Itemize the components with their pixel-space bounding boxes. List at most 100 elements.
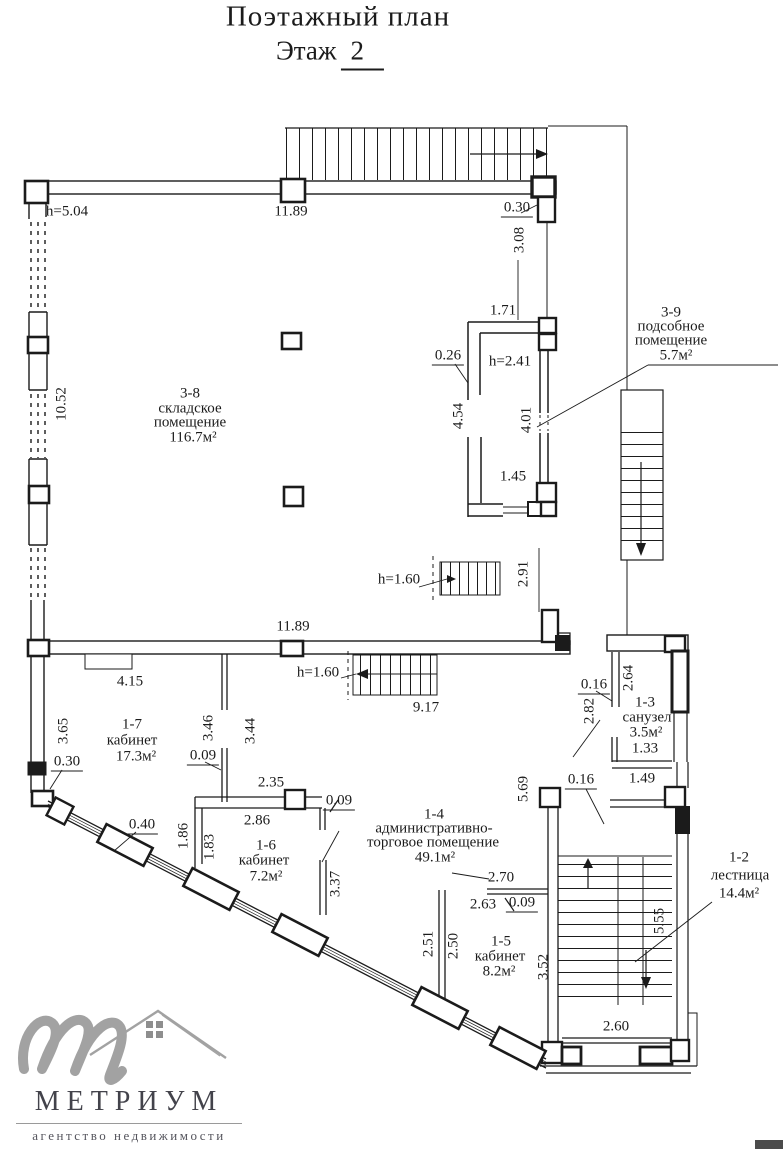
- room-id-label: 3-9: [661, 304, 681, 321]
- dim-label: 1.33: [631, 740, 659, 757]
- dim-label: 3.52: [535, 953, 552, 981]
- dim-label: 10.52: [53, 387, 70, 421]
- dim-label: 3.46: [200, 714, 217, 742]
- stair-hatch-upper: [418, 556, 501, 601]
- tambour-walls: [467, 222, 558, 518]
- dim-label: 2.51: [420, 930, 437, 958]
- dim-label: 3.44: [242, 717, 259, 745]
- dim-label: 0.30: [500, 200, 534, 218]
- room-area-label: 116.7м²: [169, 429, 217, 446]
- room-area-label: 5.7м²: [659, 347, 693, 364]
- dim-label: 2.70: [487, 869, 515, 886]
- dim-label: 0.16: [577, 677, 611, 695]
- dim-label: 3.37: [327, 870, 344, 898]
- logo-brand: МЕТРИУМ: [34, 1086, 224, 1117]
- room-area-label: 17.3м²: [115, 748, 157, 765]
- site-boundary: [548, 125, 628, 636]
- logo-house-window: [146, 1021, 163, 1038]
- dim-label: 2.82: [581, 697, 598, 725]
- dim-label: 4.01: [518, 406, 535, 434]
- room-name-label: подсобное: [637, 318, 705, 335]
- room-id-label: 1-7: [122, 716, 142, 733]
- dim-label: 1.83: [201, 833, 218, 861]
- dim-label: 1.49: [628, 770, 656, 787]
- stair-hatch-lower: [340, 651, 438, 700]
- logo-graphic: [18, 1009, 227, 1085]
- room-area-label: 49.1м²: [414, 849, 456, 866]
- dim-label: 3.65: [55, 717, 72, 745]
- dim-label: 3.08: [511, 226, 528, 254]
- dim-label: 2.50: [445, 932, 462, 960]
- room-name-label: помещение: [634, 332, 708, 349]
- room-id-label: 1-2: [729, 849, 749, 866]
- room-name-label: кабинет: [474, 948, 526, 965]
- room-area-label: 14.4м²: [718, 885, 760, 902]
- floor-number: 2: [340, 36, 385, 71]
- floor-prefix: Этаж: [275, 35, 337, 66]
- room-id-label: 3-8: [180, 385, 200, 402]
- sanuzel-walls: [555, 634, 690, 769]
- dim-label: 0.40: [125, 817, 159, 835]
- dim-label: 2.86: [243, 812, 271, 829]
- room-area-label: 8.2м²: [482, 963, 516, 980]
- room-name-label: помещение: [153, 414, 227, 431]
- height-label: h=5.04: [45, 203, 89, 220]
- dim-label: 0.09: [505, 895, 539, 913]
- dim-label: 5.69: [515, 775, 532, 803]
- dim-label: 0.16: [564, 772, 598, 790]
- logo-monogram-m: [18, 1014, 127, 1085]
- dim-label: 1.86: [175, 822, 192, 850]
- partitions: [194, 654, 548, 1002]
- scan-artifact: [755, 1140, 783, 1149]
- room-name-label: кабинет: [238, 852, 290, 869]
- room-name-label: торговое помещение: [366, 834, 500, 851]
- dim-label: 2.60: [602, 1018, 630, 1035]
- height-label: h=2.41: [488, 353, 532, 370]
- left-wall: [26, 222, 55, 808]
- dim-label: 4.15: [116, 673, 144, 690]
- room-name-label: кабинет: [106, 732, 158, 749]
- room-name-label: санузел: [622, 709, 672, 726]
- dim-label: 11.89: [274, 203, 308, 220]
- room-area-label: 3.5м²: [629, 724, 663, 741]
- dim-label: 11.89: [276, 618, 310, 635]
- logo-divider: [16, 1123, 242, 1124]
- height-label: h=1.60: [296, 664, 340, 681]
- dim-label: 0.26: [431, 348, 465, 366]
- dim-label: 5.55: [651, 907, 668, 935]
- height-label: h=1.60: [377, 571, 421, 588]
- page-title: Поэтажный план: [225, 0, 451, 33]
- dim-label: 1.45: [499, 468, 527, 485]
- dim-label: 0.09: [186, 748, 220, 766]
- logo-house-roof: [89, 1009, 227, 1059]
- dim-label: 0.30: [50, 754, 84, 772]
- service-ladder: [620, 389, 664, 561]
- room-area-label: 7.2м²: [249, 868, 283, 885]
- room-id-label: 1-5: [491, 933, 511, 950]
- logo: МЕТРИУМ агентство недвижимости: [10, 1003, 248, 1144]
- dim-label: 0.09: [322, 793, 356, 811]
- dim-label: 4.54: [450, 402, 467, 430]
- diagonal-facade-wall: [44, 795, 548, 1071]
- top-wall: [23, 175, 557, 224]
- room-id-label: 1-3: [635, 694, 655, 711]
- dim-label: 1.71: [489, 302, 517, 319]
- room-name-label: лестница: [710, 867, 770, 884]
- dim-label: 2.63: [469, 896, 497, 913]
- logo-tagline: агентство недвижимости: [32, 1128, 226, 1143]
- room-id-label: 1-6: [256, 837, 276, 854]
- dim-label: 2.91: [515, 560, 532, 588]
- columns-3-8: [280, 331, 305, 508]
- staircase-1-2: [538, 762, 698, 1074]
- dim-label: 2.64: [620, 664, 637, 692]
- exterior-stairs-top: [285, 127, 548, 180]
- room-id-label: 1-4: [424, 806, 444, 823]
- middle-wall: [26, 608, 571, 670]
- leader-lines: [49, 204, 778, 963]
- room-name-label: административно-: [375, 820, 493, 837]
- dim-label: 2.35: [257, 774, 285, 791]
- room-name-label: складское: [158, 400, 222, 417]
